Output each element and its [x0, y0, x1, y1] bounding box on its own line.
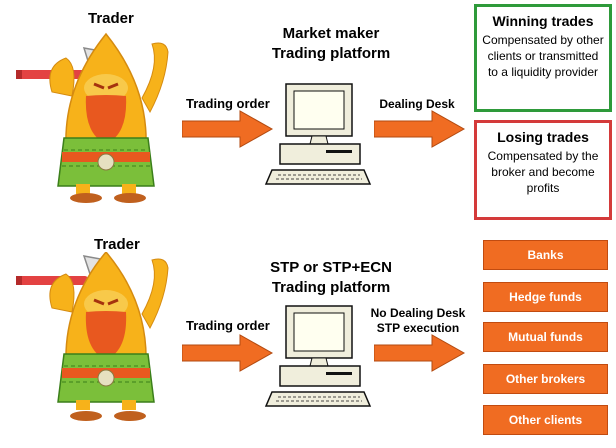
computer-icon-top: [264, 80, 378, 194]
platform-title-bottom-line1: STP or STP+ECN: [270, 259, 392, 276]
platform-title-top-line1: Market maker: [282, 25, 380, 42]
platform-title-top-line2: Trading platform: [271, 45, 391, 62]
losing-trades-card: Losing trades Compensated by the broker …: [474, 120, 612, 220]
winning-trades-text: Compensated by other clients or transmit…: [482, 33, 604, 79]
platform-title-top: Market maker Trading platform: [246, 24, 416, 64]
losing-trades-title: Losing trades: [497, 129, 589, 145]
trader-mascot-icon-top: [14, 26, 174, 204]
destination-other-brokers: Other brokers: [483, 364, 608, 394]
trading-order-label-top: Trading order: [186, 96, 270, 111]
computer-icon-bottom: [264, 302, 378, 416]
platform-title-bottom-line2: Trading platform: [271, 279, 391, 296]
destination-banks: Banks: [483, 240, 608, 270]
destination-hedge-funds: Hedge funds: [483, 282, 608, 312]
trader-label-bottom: Trader: [94, 236, 140, 253]
right-arrow-icon: [182, 334, 274, 372]
destination-mutual-funds: Mutual funds: [483, 322, 608, 352]
winning-trades-card: Winning trades Compensated by other clie…: [474, 4, 612, 112]
destination-other-clients: Other clients: [483, 405, 608, 435]
no-dealing-desk-label: No Dealing Desk STP execution: [370, 306, 466, 336]
no-dealing-desk-line1: No Dealing Desk: [370, 306, 466, 320]
right-arrow-icon: [182, 110, 274, 148]
trader-label-top: Trader: [88, 10, 134, 27]
trader-mascot-icon-bottom: [14, 252, 174, 430]
platform-title-bottom: STP or STP+ECN Trading platform: [246, 258, 416, 298]
trading-order-label-bottom: Trading order: [186, 318, 270, 333]
no-dealing-desk-line2: STP execution: [376, 321, 460, 335]
winning-trades-title: Winning trades: [492, 13, 594, 29]
dealing-desk-label: Dealing Desk: [379, 97, 455, 111]
right-arrow-icon: [374, 334, 466, 372]
losing-trades-text: Compensated by the broker and become pro…: [487, 149, 599, 195]
right-arrow-icon: [374, 110, 466, 148]
